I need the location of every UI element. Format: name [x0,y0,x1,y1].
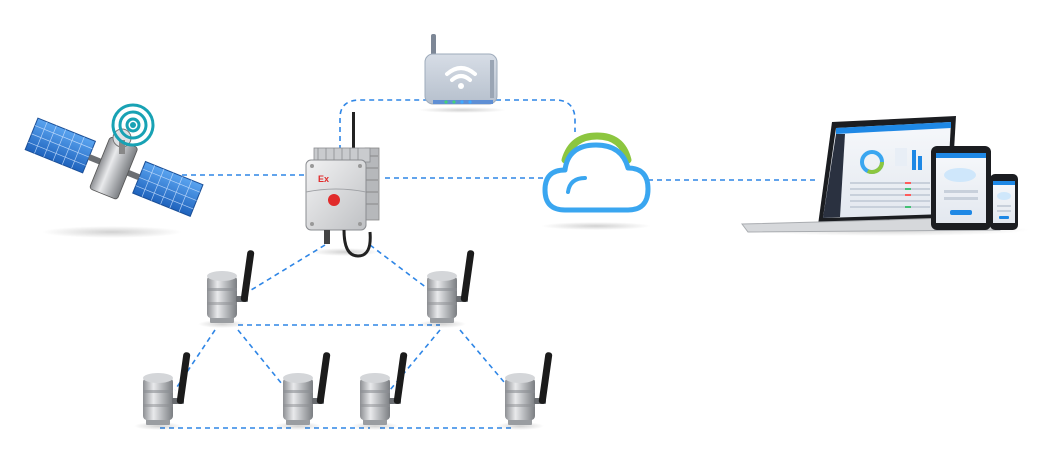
satellite-icon [24,103,204,238]
cloud-icon [541,132,651,230]
wireless-vibration-sensor-icon [496,351,553,430]
explosion-proof-gateway-icon: Ex [305,112,380,258]
link-sensor1-sensor3 [174,329,216,391]
tablet-icon [931,146,991,230]
link-gateway-sensor1 [237,244,326,299]
laptop-tablet-phone-icon [741,116,1030,236]
wireless-vibration-sensor-icon [351,351,408,430]
wireless-vibration-sensor-icon [134,351,191,430]
phone-icon [990,174,1018,230]
wireless-vibration-sensor-icon [274,351,331,430]
wireless-vibration-sensor-icon [418,249,475,328]
ex-badge-text: Ex [318,174,329,184]
laptop-icon [741,116,1003,233]
router-icon [418,34,506,113]
wireless-vibration-sensor-icon [198,249,255,328]
link-router-cloud [496,99,576,132]
link-gateway-router [339,99,428,150]
